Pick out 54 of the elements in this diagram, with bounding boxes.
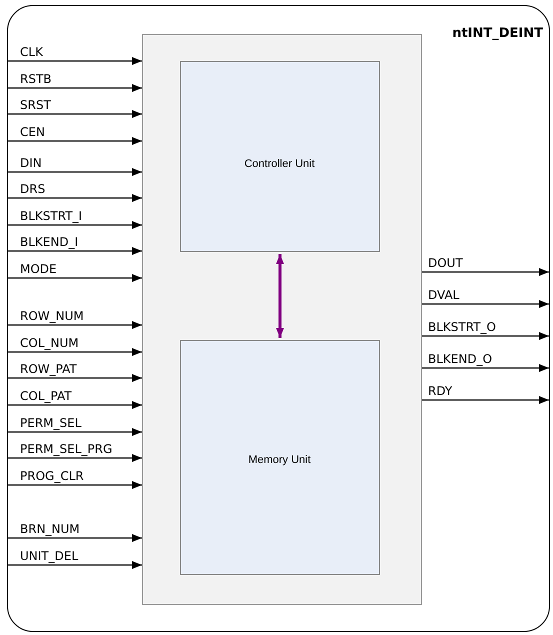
signal-label: RSTB	[20, 72, 52, 86]
signal-arrow	[8, 561, 142, 569]
signal-label: CLK	[20, 45, 43, 59]
signal-arrow	[8, 274, 142, 282]
signal-label: ROW_NUM	[20, 309, 84, 323]
unit-label: Controller Unit	[243, 158, 316, 170]
signal-label: BRN_NUM	[20, 522, 80, 536]
signal-label: ROW_PAT	[20, 362, 77, 376]
bidirectional-arrow	[276, 254, 284, 338]
signal-arrow	[8, 481, 142, 489]
signal-label: BLKSTRT_I	[20, 209, 82, 223]
signal-arrow	[8, 57, 142, 65]
signal-arrow	[422, 364, 549, 372]
wrapper-box	[142, 34, 422, 604]
signal-arrow	[8, 137, 142, 145]
signal-arrow	[8, 247, 142, 255]
signal-arrow	[8, 454, 142, 462]
signal-label: PERM_SEL_PRG	[20, 442, 112, 456]
unit-box	[180, 60, 380, 252]
signal-arrow	[422, 396, 549, 404]
unit-label: Memory Unit	[247, 454, 312, 466]
signal-arrow	[8, 110, 142, 118]
signal-arrow	[8, 194, 142, 202]
signal-label: BLKSTRT_O	[428, 320, 496, 334]
signal-arrow	[8, 84, 142, 92]
signal-label: PROG_CLR	[20, 469, 84, 483]
signal-label: DRS	[20, 182, 46, 196]
unit-box	[180, 340, 380, 574]
signal-arrow	[8, 534, 142, 542]
signal-arrow	[422, 332, 549, 340]
signal-label: BLKEND_O	[428, 352, 492, 366]
signal-label: PERM_SEL	[20, 416, 82, 430]
signal-arrow	[8, 221, 142, 229]
signal-label: COL_NUM	[20, 336, 79, 350]
signal-label: BLKEND_I	[20, 235, 78, 249]
signal-label: SRST	[20, 98, 51, 112]
signal-arrow	[8, 168, 142, 176]
module-boundary	[7, 5, 550, 632]
signal-arrow	[422, 268, 549, 276]
signal-label: CEN	[20, 125, 45, 139]
signal-arrow	[8, 428, 142, 436]
signal-arrow	[8, 401, 142, 409]
signal-label: DOUT	[428, 256, 463, 270]
signal-arrow	[8, 321, 142, 329]
signal-arrow	[8, 374, 142, 382]
signal-label: COL_PAT	[20, 389, 72, 403]
signal-label: DIN	[20, 156, 42, 170]
signal-label: MODE	[20, 262, 57, 276]
signal-label: UNIT_DEL	[20, 549, 78, 563]
signal-label: RDY	[428, 384, 452, 398]
module-name: ntINT_DEINT	[452, 26, 543, 41]
signal-arrow	[422, 300, 549, 308]
signal-label: DVAL	[428, 288, 460, 302]
signal-arrow	[8, 348, 142, 356]
